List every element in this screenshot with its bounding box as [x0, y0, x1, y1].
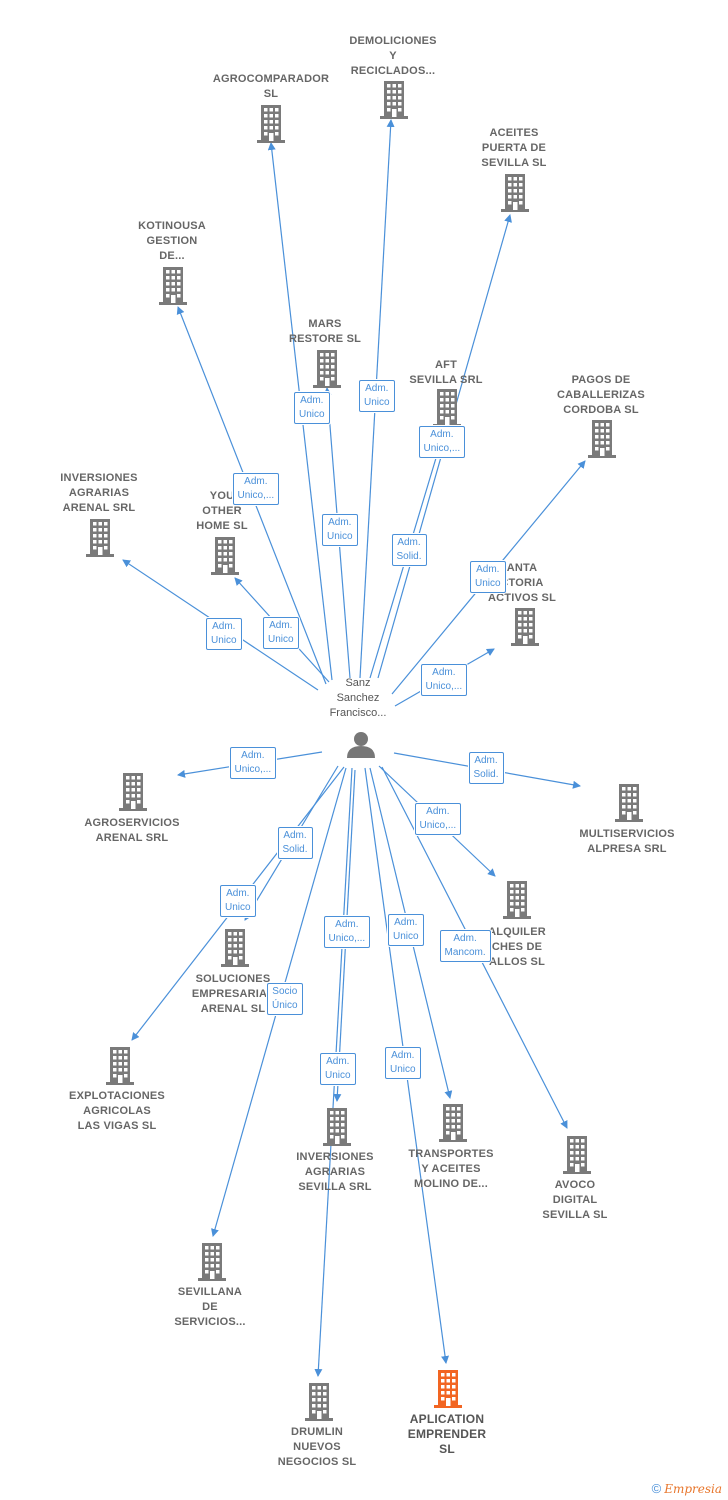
company-label-kotinousa[interactable]: KOTINOUSA GESTION DE... — [138, 220, 206, 262]
company-label-soluciones[interactable]: SOLUCIONES EMPRESARIAL ARENAL SL — [191, 973, 275, 1015]
relation-label-planta-factoria[interactable]: Adm. Unico,... — [420, 664, 468, 696]
relation-label-aplication[interactable]: Adm. Unico — [385, 1047, 421, 1079]
relation-label-your-other-home[interactable]: Adm. Unico — [263, 617, 299, 649]
relation-label-alquiler-coches[interactable]: Adm. Unico,... — [414, 803, 462, 835]
building-icon[interactable] — [380, 81, 408, 119]
relation-label-inversiones-arenal[interactable]: Adm. Unico — [206, 618, 242, 650]
relation-label-explotaciones[interactable]: Adm. Solid. — [277, 827, 313, 859]
company-label-demoliciones[interactable]: DEMOLICIONES Y RECICLADOS... — [349, 35, 437, 77]
relation-label-sevillana[interactable]: Socio Único — [267, 983, 303, 1015]
company-label-mars-restore[interactable]: MARS RESTORE SL — [288, 318, 362, 345]
building-icon[interactable] — [257, 105, 285, 143]
copyright-symbol: © — [651, 1481, 662, 1496]
building-icon[interactable] — [106, 1047, 134, 1085]
relation-label-aft-sevilla[interactable]: Adm. Unico,... — [418, 426, 466, 458]
building-icon[interactable] — [86, 519, 114, 557]
building-icon[interactable] — [313, 350, 341, 388]
company-label-inversiones-arenal[interactable]: INVERSIONES AGRARIAS ARENAL SRL — [60, 472, 138, 514]
building-icon[interactable] — [198, 1243, 226, 1281]
building-icon[interactable] — [503, 881, 531, 919]
company-label-drumlin[interactable]: DRUMLIN NUEVOS NEGOCIOS SL — [277, 1426, 357, 1468]
building-icon[interactable] — [439, 1104, 467, 1142]
relation-label-drumlin[interactable]: Adm. Unico — [320, 1053, 356, 1085]
relation-label-inversiones-sevilla[interactable]: Adm. Unico,... — [323, 916, 371, 948]
building-icon[interactable] — [159, 267, 187, 305]
relation-label-demoliciones[interactable]: Adm. Unico — [359, 380, 395, 412]
relation-label-agrocomparador[interactable]: Adm. Unico — [294, 392, 330, 424]
company-label-pagos-caballerizas[interactable]: PAGOS DE CABALLERIZAS CORDOBA SL — [557, 374, 645, 416]
relation-label-aceites-puerta[interactable]: Adm. Solid. — [391, 534, 427, 566]
company-label-explotaciones[interactable]: EXPLOTACIONES AGRICOLAS LAS VIGAS SL — [69, 1090, 165, 1132]
brand-name: Empresia — [664, 1482, 722, 1496]
relation-label-transportes[interactable]: Adm. Unico — [388, 914, 424, 946]
company-label-inversiones-sevilla[interactable]: INVERSIONES AGRARIAS SEVILLA SRL — [296, 1151, 374, 1193]
company-label-planta-factoria[interactable]: ANTA CTORIA ACTIVOS SL — [487, 562, 556, 604]
building-icon[interactable] — [221, 929, 249, 967]
building-icon[interactable] — [119, 773, 147, 811]
relation-label-mars-restore[interactable]: Adm. Unico — [322, 514, 358, 546]
company-label-avoco[interactable]: AVOCO DIGITAL SEVILLA SL — [542, 1179, 608, 1221]
company-label-agrocomparador[interactable]: AGROCOMPARADOR SL — [212, 73, 330, 100]
company-label-transportes[interactable]: TRANSPORTES Y ACEITES MOLINO DE... — [408, 1148, 494, 1190]
person-label[interactable]: Sanz Sanchez Francisco... — [329, 677, 387, 719]
building-icon[interactable] — [588, 420, 616, 458]
building-icon[interactable] — [211, 537, 239, 575]
building-icon[interactable] — [511, 608, 539, 646]
company-label-your-other-home[interactable]: YOU OTHER HOME SL — [196, 490, 248, 532]
building-icon[interactable] — [563, 1136, 591, 1174]
relation-label-soluciones[interactable]: Adm. Unico — [220, 885, 256, 917]
company-label-aplication[interactable]: APLICATION EMPRENDER SL — [407, 1412, 487, 1456]
relation-label-kotinousa[interactable]: Adm. Unico,... — [232, 473, 280, 505]
relation-label-agroservicios[interactable]: Adm. Unico,... — [229, 747, 277, 779]
company-label-alquiler-coches[interactable]: ALQUILER CHES DE ALLOS SL — [488, 926, 546, 968]
person-icon[interactable] — [347, 732, 375, 758]
building-icon[interactable] — [501, 174, 529, 212]
building-icon[interactable] — [434, 1370, 462, 1408]
company-label-aft-sevilla[interactable]: AFT SEVILLA SRL — [409, 359, 483, 386]
building-icon[interactable] — [433, 389, 461, 427]
relation-label-multiservicios[interactable]: Adm. Solid. — [468, 752, 504, 784]
building-icon[interactable] — [323, 1108, 351, 1146]
company-label-sevillana[interactable]: SEVILLANA DE SERVICIOS... — [174, 1286, 246, 1328]
company-label-multiservicios[interactable]: MULTISERVICIOS ALPRESA SRL — [579, 828, 675, 855]
relation-label-pagos-caballerizas[interactable]: Adm. Unico — [470, 561, 506, 593]
building-icon[interactable] — [305, 1383, 333, 1421]
company-label-agroservicios[interactable]: AGROSERVICIOS ARENAL SRL — [84, 817, 180, 844]
relation-label-avoco[interactable]: Adm. Mancom. — [439, 930, 491, 962]
building-icon[interactable] — [615, 784, 643, 822]
company-label-aceites-puerta[interactable]: ACEITES PUERTA DE SEVILLA SL — [481, 127, 547, 169]
footer-brand: ©Empresia — [652, 1481, 722, 1496]
